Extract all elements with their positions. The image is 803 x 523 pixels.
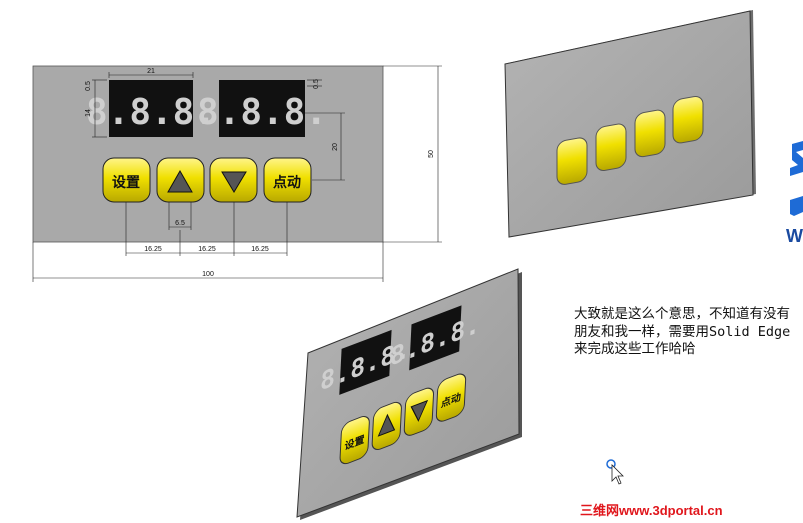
dim-gap: 6.5 [175, 220, 185, 227]
triangle-up-icon [167, 169, 193, 193]
iso-back-view [504, 10, 756, 238]
triangle-down-icon [410, 399, 429, 422]
dim-button-row: 20 [332, 143, 339, 151]
iso-back-button-1 [556, 137, 588, 185]
iso-display-left [339, 329, 392, 395]
iso-set-button [339, 416, 370, 465]
set-button: 设置 [102, 157, 151, 203]
svg-text:W: W [786, 226, 803, 246]
iso-jog-button [435, 373, 467, 422]
description-text: 大致就是这么个意思，不知道有没有朋友和我一样，需要用Solid Edge来完成这… [574, 306, 791, 357]
display-right: 8.8.8. [197, 80, 327, 137]
front-view-drawing: 8.8.8. 8.8.8. 设置 点动 21 [32, 65, 442, 282]
panel-plate [32, 65, 384, 243]
mouse-cursor-icon [606, 459, 624, 485]
dim-pitch-3: 16.25 [251, 246, 269, 253]
dim-offset-right: 0.5 [313, 79, 320, 89]
display-right-digits: 8.8.8. [197, 92, 327, 133]
jog-button: 点动 [263, 157, 312, 203]
iso-back-button-2 [595, 123, 627, 171]
iso-front-view: 8.8.8. 8.8.8. 设置 点动 [296, 268, 522, 520]
iso-back-button-4 [672, 95, 704, 144]
site-watermark: 三维网www.3dportal.cn [580, 503, 723, 518]
dimension-annotations: 21 14 0.5 0.5 20 50 6.5 [32, 65, 442, 282]
dim-height: 50 [428, 150, 435, 158]
display-left-digits: 8.8.8. [86, 92, 216, 133]
dim-pitch-2: 16.25 [198, 246, 216, 253]
triangle-down-icon [221, 171, 247, 193]
dim-display-width: 21 [147, 68, 155, 75]
triangle-up-icon [377, 413, 396, 437]
dim-display-height: 14 [85, 109, 92, 117]
down-button [209, 157, 258, 203]
dim-pitch-1: 16.25 [144, 246, 162, 253]
dim-width: 100 [202, 271, 214, 278]
dim-offset-left: 0.5 [85, 81, 92, 91]
iso-back-button-3 [634, 109, 666, 158]
display-left: 8.8.8. [86, 80, 216, 137]
partial-logo-icon: W [786, 141, 803, 246]
iso-display-right [409, 305, 462, 371]
jog-button-label: 点动 [273, 174, 301, 191]
up-button [156, 157, 205, 203]
set-button-label: 设置 [112, 174, 140, 191]
